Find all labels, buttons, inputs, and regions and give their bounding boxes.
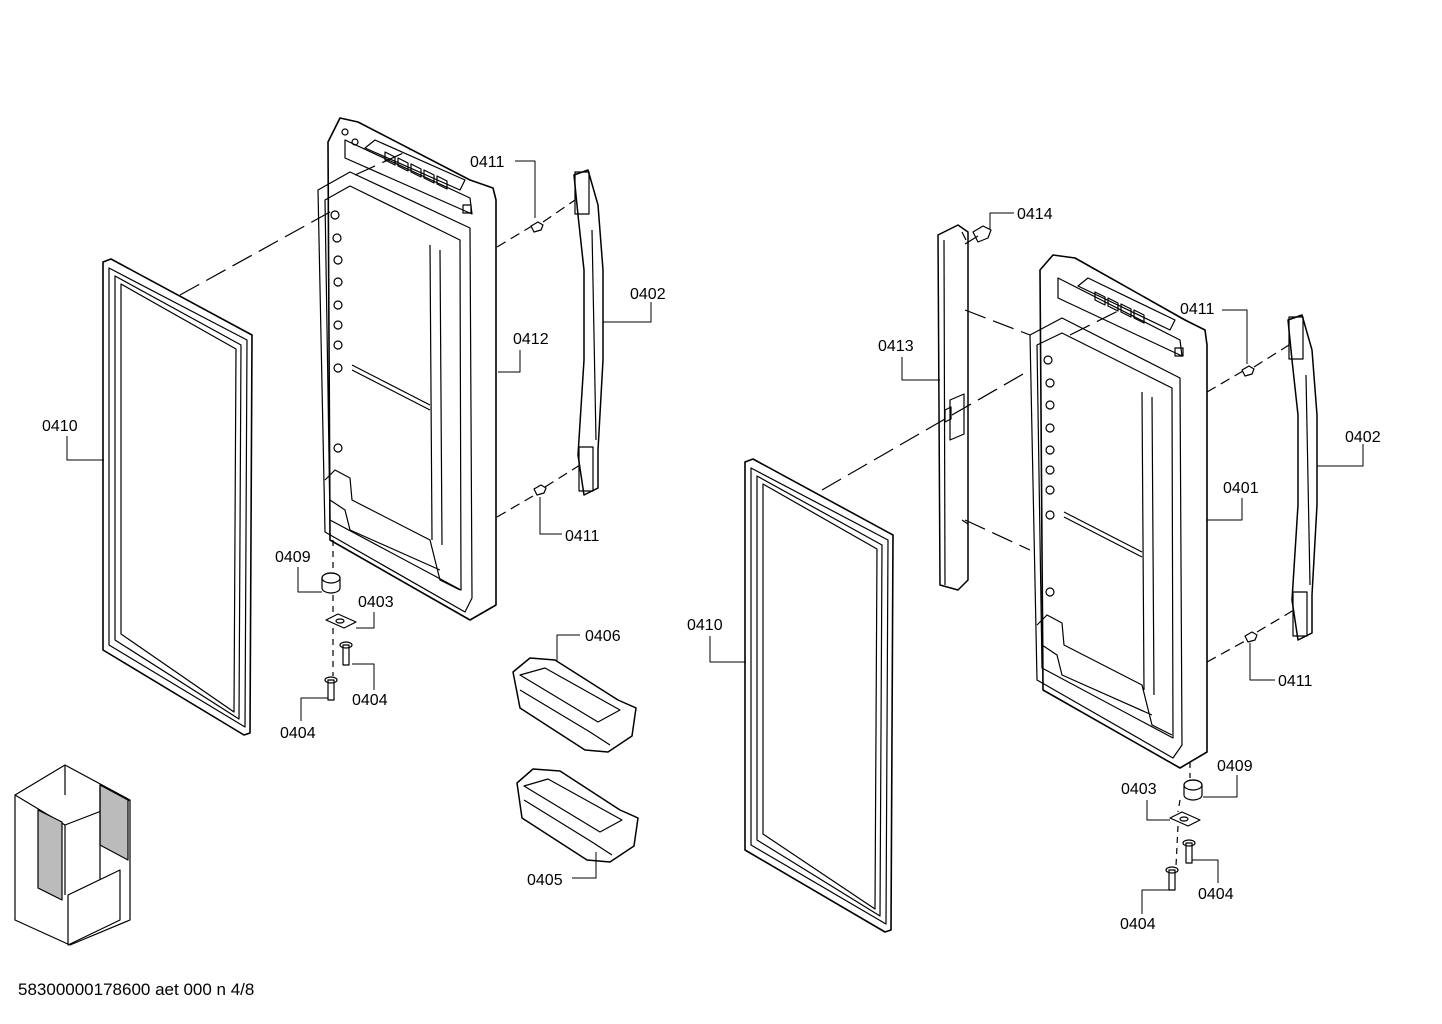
label-0411: 0411 [1278, 673, 1313, 690]
label-0404: 0404 [1198, 886, 1234, 903]
hinge-parts-left [321, 540, 357, 701]
label-0406: 0406 [585, 628, 621, 645]
fridge-overview-icon [14, 764, 131, 946]
door-liner-right [1029, 254, 1208, 769]
part-labels: 0411 0402 0412 0411 0410 0409 0403 0404 … [42, 154, 1381, 933]
label-0402: 0402 [630, 286, 666, 303]
label-0404: 0404 [352, 692, 388, 709]
label-0404: 0404 [280, 725, 316, 742]
label-0412: 0412 [513, 331, 549, 348]
label-0411: 0411 [1180, 301, 1215, 318]
label-0414: 0414 [1017, 206, 1053, 223]
door-gasket-right [744, 458, 894, 933]
label-0402: 0402 [1345, 429, 1381, 446]
label-0405: 0405 [527, 872, 563, 889]
mullion-strip-right [937, 224, 969, 591]
label-0401: 0401 [1223, 480, 1259, 497]
door-bin-upper [512, 657, 637, 753]
screws-left [496, 199, 581, 518]
alignment-lines-left [179, 149, 411, 296]
label-0411: 0411 [470, 154, 505, 171]
door-handle-right [1287, 314, 1318, 641]
drawing-reference-footer: 58300000178600 aet 000 n 4/8 [18, 980, 255, 999]
screws-right [1206, 344, 1295, 663]
leader-lines [66, 160, 1364, 914]
door-handle-left [573, 169, 604, 496]
label-0411: 0411 [565, 528, 600, 545]
label-0403: 0403 [358, 594, 394, 611]
screw-0414 [964, 225, 992, 245]
label-0404: 0404 [1120, 916, 1156, 933]
label-0410: 0410 [687, 617, 723, 634]
door-liner-left [317, 117, 497, 621]
label-0409: 0409 [1217, 758, 1253, 775]
label-0413: 0413 [878, 338, 914, 355]
door-gasket-left [102, 258, 253, 736]
label-0410: 0410 [42, 418, 78, 435]
alignment-lines-right [821, 309, 1121, 551]
door-bin-lower [516, 768, 639, 863]
label-0403: 0403 [1121, 781, 1157, 798]
hinge-parts-right [1165, 762, 1203, 891]
label-0409: 0409 [275, 549, 311, 566]
